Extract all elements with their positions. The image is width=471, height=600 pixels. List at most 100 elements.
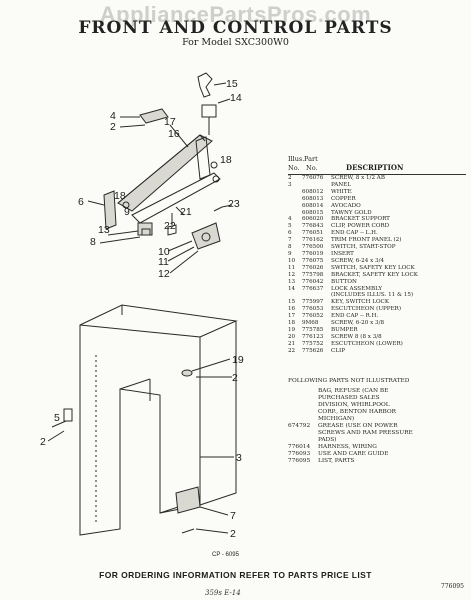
part-description: DIVISION, WHIRLPOOL <box>318 402 390 408</box>
illus-number: 10 <box>288 257 296 264</box>
part-description: COPPER <box>331 195 356 202</box>
part-description: PANEL <box>331 181 351 188</box>
callout-18-lower: 18 <box>114 190 126 202</box>
part-description: MICHIGAN) <box>318 416 355 422</box>
part-description: TRIM FRONT PANEL (2) <box>331 237 402 244</box>
bumper-part <box>181 358 232 378</box>
callout-11: 11 <box>158 256 169 268</box>
illus-number: 8 <box>288 244 292 251</box>
part-description: USE AND CARE GUIDE <box>318 451 389 457</box>
part-number <box>288 437 318 444</box>
illus-number: 13 <box>288 278 296 285</box>
not-illustrated-section: FOLLOWING PARTS NOT ILLUSTRATED BAG, REF… <box>288 378 466 465</box>
part-description: SWITCH, START-STOP <box>331 244 396 251</box>
part-description: SCREW, 6-20 x 3/8 <box>331 320 385 327</box>
list-item: CORP., BENTON HARBOR <box>288 409 466 416</box>
illus-number: 6 <box>288 230 292 237</box>
illus-number: 21 <box>288 340 296 347</box>
illus-number: 5 <box>288 223 292 230</box>
handwritten-note: 359s E-14 <box>205 589 241 597</box>
part-number <box>288 388 318 395</box>
part-number <box>302 182 331 189</box>
end-cap-lh-part <box>87 190 117 230</box>
part-number: 776843 <box>302 223 324 230</box>
illus-number: 14 <box>288 285 296 292</box>
illus-number <box>288 189 302 196</box>
callout-7: 7 <box>230 510 236 522</box>
part-number: 776637 <box>302 285 324 292</box>
callout-2-bottom: 2 <box>230 528 236 540</box>
callout-6: 6 <box>78 196 84 208</box>
list-item: SCREWS AND RAM PRESSURE <box>288 430 466 437</box>
part-number: 674792 <box>288 423 311 429</box>
callout-21: 21 <box>180 206 192 218</box>
part-number: 775626 <box>302 347 324 354</box>
part-description: ESCUTCHEON (LOWER) <box>331 340 403 347</box>
part-description: KEY, SWITCH LOCK <box>331 299 390 306</box>
trim-part <box>175 486 229 534</box>
illus-number <box>288 203 302 210</box>
list-item: 776095 LIST, PARTS <box>288 458 466 465</box>
illus-number: 15 <box>288 299 296 306</box>
callout-10: 10 <box>158 246 170 258</box>
upper-escutcheon-part <box>117 124 213 212</box>
callout-5: 5 <box>54 412 60 424</box>
part-description: SCREW, 8 x 1/2 AB <box>331 175 385 181</box>
callout-12: 12 <box>158 268 170 280</box>
key-part <box>197 72 227 98</box>
part-description: TAWNY GOLD <box>331 209 372 216</box>
callout-19: 19 <box>232 354 244 366</box>
bracket-support-part <box>119 108 169 128</box>
callout-13: 13 <box>98 224 110 236</box>
part-number: 606020 <box>302 216 324 223</box>
part-number: 775785 <box>302 326 324 333</box>
document-number: 776095 <box>441 583 464 590</box>
illus-number <box>288 292 302 299</box>
list-item: BAG, REFUSE (CAN BE <box>288 388 466 395</box>
key-lock-switch-part <box>167 222 221 274</box>
part-description: ESCUTCHEON (UPPER) <box>331 306 402 313</box>
part-number: 776026 <box>302 264 324 271</box>
callout-2: 2 <box>110 121 116 133</box>
part-description: SCREW, 6-24 x 3/4 <box>331 257 385 264</box>
part-description: WHITE <box>331 188 352 195</box>
illus-number: 16 <box>288 306 296 313</box>
part-description: BUTTON <box>331 278 357 285</box>
part-description: LIST, PARTS <box>318 458 355 464</box>
illus-number: 2 <box>288 175 292 181</box>
part-description: BAG, REFUSE (CAN BE <box>318 388 389 394</box>
part-description: PURCHASED SALES <box>318 395 380 401</box>
list-item: PURCHASED SALES <box>288 395 466 402</box>
part-number: 608014 <box>302 202 324 209</box>
part-number: 776095 <box>288 458 311 464</box>
part-description: (INCLUDES ILLUS. 11 & 15) <box>331 292 414 299</box>
exploded-diagram: 15 14 4 2 17 16 18 6 18 9 23 13 8 22 21 … <box>40 72 244 540</box>
part-description: SWITCH, SAFETY KEY LOCK <box>331 264 415 271</box>
power-cord-clip-part <box>47 408 73 442</box>
part-number: 776051 <box>302 230 324 237</box>
part-number: 776014 <box>288 444 311 450</box>
part-number <box>288 416 318 423</box>
front-panel-part <box>79 304 238 536</box>
page-title: FRONT AND CONTROL PARTS <box>78 18 393 38</box>
